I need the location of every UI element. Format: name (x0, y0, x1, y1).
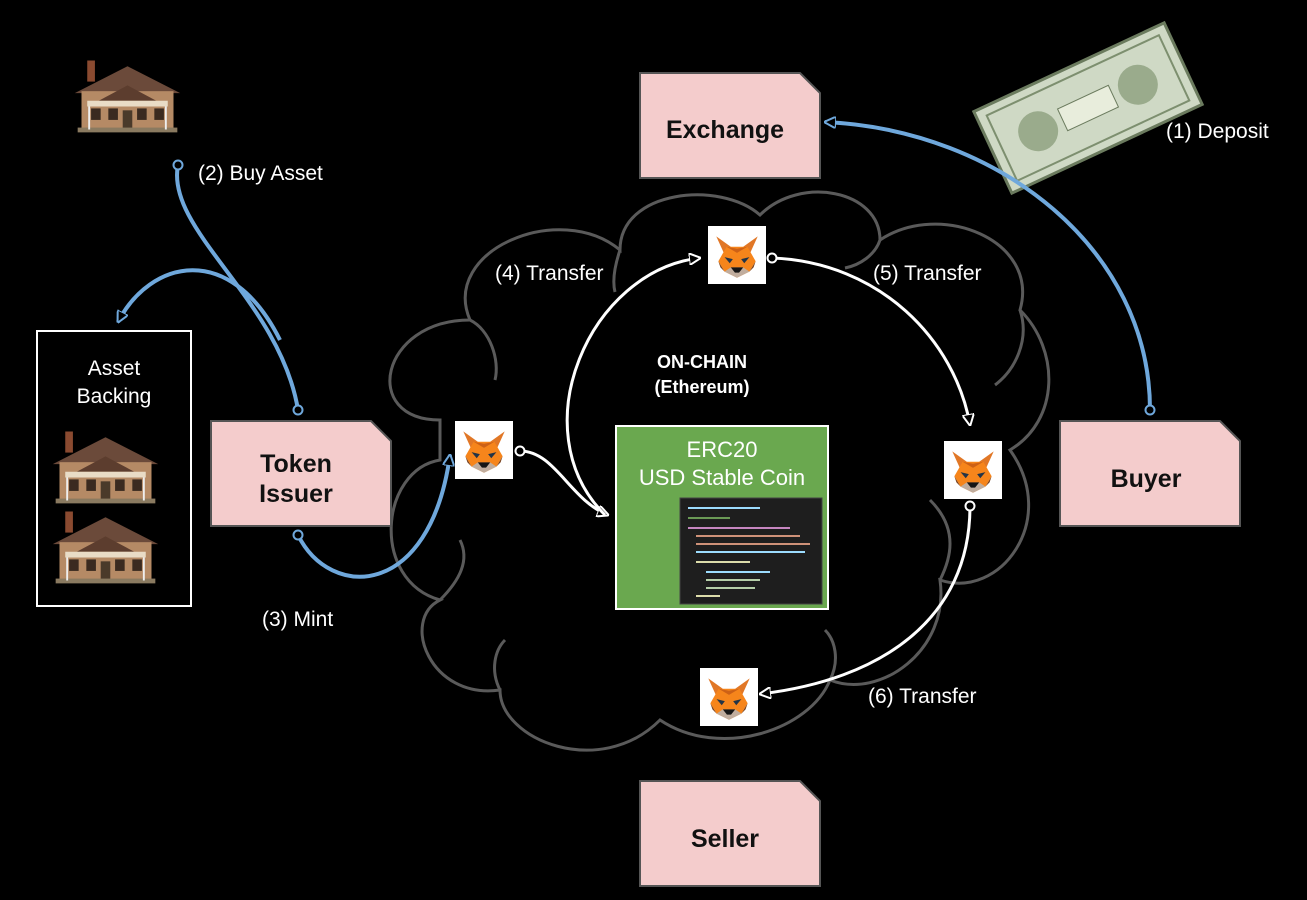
house-icon (73, 59, 182, 134)
arrow-buy-asset-to-issuer (172, 159, 304, 416)
dollar-bill-icon (971, 20, 1205, 196)
seller-node-shape (639, 780, 821, 887)
on-chain-label: ON-CHAIN (Ethereum) (654, 352, 750, 397)
arrow-buy-asset-to-backing (116, 268, 282, 341)
arrow-fox-left-to-erc20 (520, 451, 608, 515)
step-deposit-label: (1) Deposit (1166, 120, 1269, 143)
arrow-transfer-6 (760, 506, 970, 694)
token-issuer-label-line1: Token (260, 450, 332, 478)
asset-backing-label: Asset Backing (76, 357, 152, 408)
token-issuer-label-line2: Issuer (259, 480, 333, 508)
metamask-fox-icon (708, 226, 766, 284)
step-buy-asset-label: (2) Buy Asset (198, 162, 323, 185)
buyer-node-shape (1059, 420, 1241, 527)
metamask-fox-icon (700, 668, 758, 726)
arrow-transfer-4 (565, 258, 700, 517)
seller-label: Seller (690, 825, 760, 853)
step-mint-label: (3) Mint (262, 608, 334, 631)
house-icon (51, 430, 160, 505)
step-transfer-5-label: (5) Transfer (873, 262, 982, 285)
token-issuer-node[interactable]: Token Issuer (211, 443, 381, 515)
exchange-node-shape (639, 72, 821, 179)
buyer-label: Buyer (1110, 465, 1182, 493)
buyer-node[interactable]: Buyer (1060, 443, 1232, 515)
metamask-fox-icon (944, 441, 1002, 499)
asset-backing-box (36, 330, 192, 607)
exchange-node[interactable]: Exchange (640, 95, 810, 165)
erc20-title: ERC20 USD Stable Coin (638, 437, 806, 490)
arrow-deposit (825, 122, 1150, 410)
exchange-label: Exchange (665, 116, 785, 144)
code-snippet-icon (679, 497, 823, 605)
house-icon (51, 510, 160, 585)
step-transfer-4-label: (4) Transfer (495, 262, 604, 285)
seller-node[interactable]: Seller (640, 803, 810, 875)
arrow-mint (298, 455, 450, 579)
metamask-fox-icon (455, 421, 513, 479)
step-transfer-6-label: (6) Transfer (868, 685, 977, 708)
